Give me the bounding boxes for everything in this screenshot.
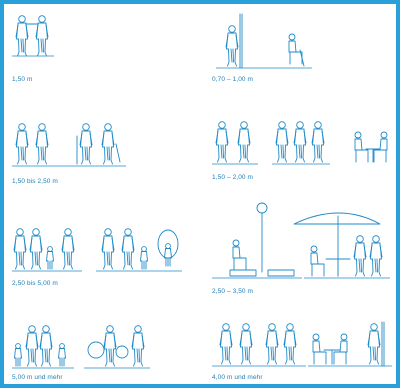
distance-label-plaza: 2,50 – 3,50 m xyxy=(212,288,253,295)
illustration-canvas xyxy=(4,4,396,384)
distance-label-social: 1,50 – 2,00 m xyxy=(212,174,253,181)
distance-label-personal: 1,50 bis 2,50 m xyxy=(12,178,58,185)
distance-label-crowd: 5,00 m und mehr xyxy=(12,374,63,381)
distance-label-intimate: 1,50 m xyxy=(12,76,32,83)
public-distance-figures xyxy=(220,322,384,366)
diagram-sheet: { "panels": [ {"id": "p1", "label": "1,5… xyxy=(4,4,396,384)
close-conversation-figures xyxy=(226,14,304,68)
distance-label-group: 2,50 bis 5,00 m xyxy=(12,280,58,287)
plaza-bench-figures xyxy=(230,203,382,276)
crowd-figures xyxy=(15,326,145,366)
distance-label-public: 4,00 m und mehr xyxy=(212,374,263,381)
couple-figures xyxy=(16,16,48,56)
standing-talk-figures xyxy=(216,122,387,162)
walking-group-figures xyxy=(16,124,120,164)
distance-label-close: 0,70 – 1,00 m xyxy=(212,76,253,83)
family-group-figures xyxy=(14,229,178,269)
